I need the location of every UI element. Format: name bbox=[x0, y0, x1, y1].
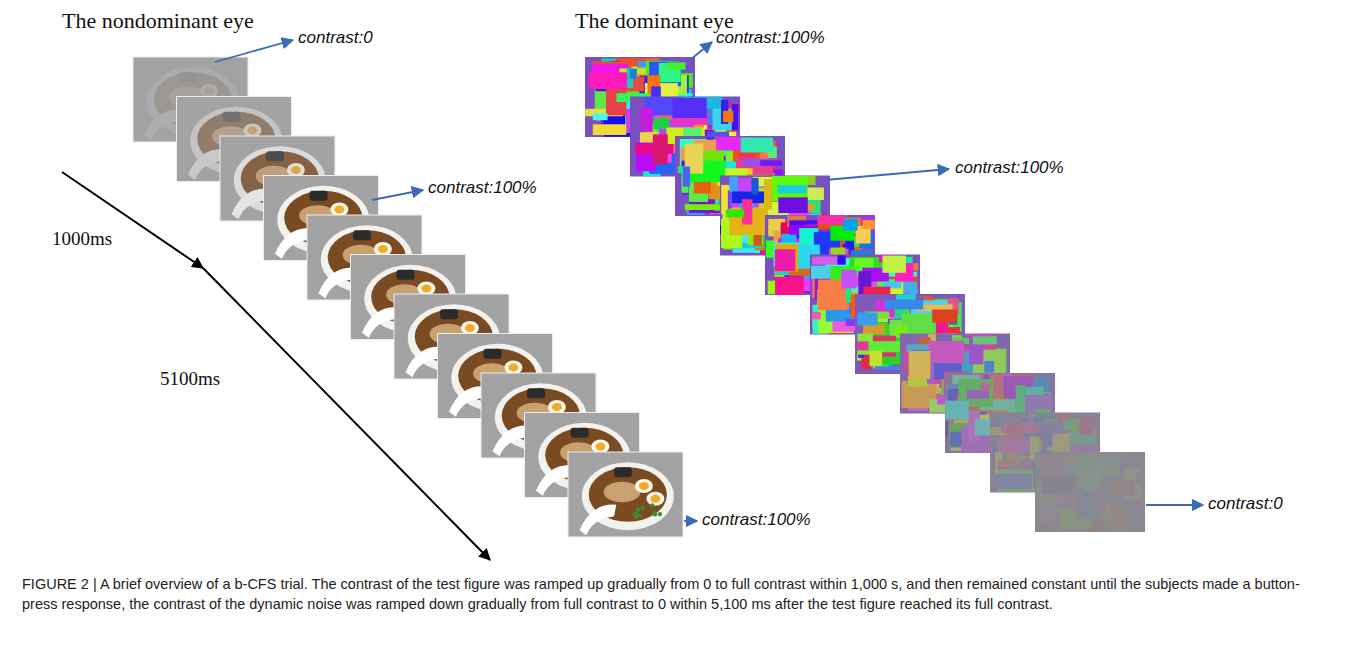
eye-heading: The dominant eye bbox=[575, 8, 734, 34]
pointer-arrow bbox=[690, 42, 712, 60]
pointer-arrow bbox=[372, 190, 423, 200]
time-label: 5100ms bbox=[160, 368, 220, 390]
contrast-label: contrast:100% bbox=[428, 178, 537, 198]
pointer-arrow bbox=[825, 169, 949, 180]
contrast-label: contrast:100% bbox=[702, 510, 811, 530]
contrast-label: contrast:0 bbox=[1208, 494, 1283, 514]
time-axis bbox=[62, 172, 490, 560]
contrast-label: contrast:100% bbox=[955, 158, 1064, 178]
time-arrow bbox=[203, 268, 490, 560]
noise-stack bbox=[585, 57, 1145, 532]
pointer-arrow bbox=[1146, 504, 1203, 506]
pointer-arrow bbox=[215, 40, 293, 62]
contrast-label: contrast:0 bbox=[298, 28, 373, 48]
contrast-label: contrast:100% bbox=[716, 28, 825, 48]
figure-caption: FIGURE 2 | A brief overview of a b-CFS t… bbox=[22, 574, 1332, 614]
noise-frame bbox=[1035, 452, 1145, 532]
eye-heading: The nondominant eye bbox=[62, 8, 254, 34]
pointer-arrow bbox=[684, 520, 697, 522]
image-stack bbox=[133, 57, 683, 537]
pointer-arrows bbox=[215, 40, 1203, 521]
time-arrow bbox=[62, 172, 203, 268]
test-image-frame bbox=[568, 452, 683, 537]
time-label: 1000ms bbox=[52, 228, 112, 250]
